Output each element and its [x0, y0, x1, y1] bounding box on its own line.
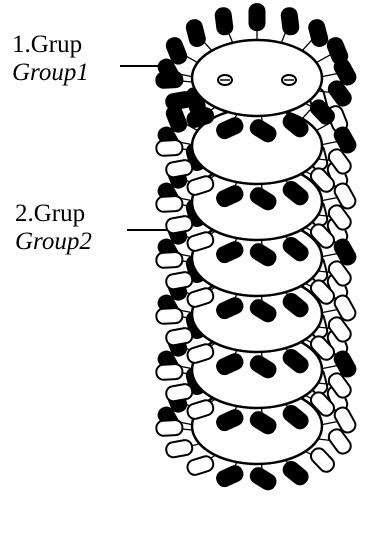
molecule-dark [282, 348, 309, 374]
group1-label-line1: 1.Grup [12, 31, 83, 58]
molecule-dark [308, 19, 329, 48]
molecule-light [155, 363, 184, 381]
group2-label-line2: Group2 [15, 228, 92, 255]
group2-label-line1: 2.Grup [15, 200, 86, 227]
molecule-dark [155, 71, 184, 89]
molecule-light [309, 279, 335, 305]
molecule-light [155, 419, 184, 437]
molecule-light [333, 182, 357, 210]
molecule-light [309, 167, 335, 193]
molecule-light [309, 447, 335, 473]
molecule-dark [249, 187, 277, 211]
molecule-dark [216, 297, 244, 320]
molecule-dark [282, 236, 309, 262]
molecule-light [327, 316, 352, 343]
ring-layers [155, 3, 357, 491]
group1-label-line2: Group1 [12, 59, 89, 86]
molecule-light [186, 399, 215, 420]
molecule-light [186, 455, 215, 476]
molecule-dark [282, 112, 309, 138]
molecule-light [165, 327, 194, 347]
molecule-light [309, 223, 335, 249]
molecule-dark [216, 241, 244, 264]
molecule-light [327, 148, 352, 175]
molecule-dark [309, 99, 335, 125]
molecule-light [165, 271, 194, 291]
molecule-light [155, 307, 184, 325]
molecule-dark [214, 7, 234, 36]
molecule-dark [216, 409, 244, 432]
molecule-light [327, 260, 352, 287]
molecule-dark [216, 353, 244, 376]
molecule-dark [249, 355, 277, 379]
molecule-light [309, 391, 335, 417]
top-ring-disc [190, 38, 324, 118]
molecule-dark [333, 126, 357, 154]
molecule-dark [248, 3, 266, 32]
molecule-dark [249, 243, 277, 267]
molecule-dark [249, 119, 277, 143]
molecule-dark [282, 404, 309, 430]
molecule-dark [249, 411, 277, 435]
molecule-dark [333, 58, 357, 86]
group1-label: 1.Grup Group1 [12, 31, 89, 87]
group2-label: 2.Grup Group2 [15, 200, 92, 256]
molecule-light [327, 372, 352, 399]
molecule-light [333, 406, 357, 434]
molecule-light [165, 215, 194, 235]
molecule-dark [280, 7, 300, 36]
molecule-light [155, 251, 184, 269]
molecule-light [165, 383, 194, 403]
molecule-dark [333, 238, 357, 266]
molecule-dark [333, 350, 357, 378]
molecule-light [333, 294, 357, 322]
molecule-dark [249, 299, 277, 323]
molecule-dark [216, 185, 244, 208]
molecule-light [186, 231, 215, 252]
molecule-light [309, 335, 335, 361]
molecule-light [186, 343, 215, 364]
molecule-dark [216, 465, 244, 488]
molecule-dark [186, 107, 215, 128]
molecule-dark [185, 19, 206, 48]
molecule-light [186, 287, 215, 308]
molecule-light [327, 204, 352, 231]
leader-lines [120, 65, 168, 231]
molecule-dark [282, 460, 309, 486]
molecule-light [327, 428, 352, 455]
molecule-dark [216, 117, 244, 140]
molecule-dark [249, 467, 277, 491]
molecule-light [155, 195, 184, 213]
molecule-dark [282, 180, 309, 206]
molecule-light [155, 139, 184, 157]
molecule-dark [327, 80, 352, 107]
molecule-light [165, 439, 194, 459]
molecule-dark [165, 91, 194, 111]
molecule-light [186, 175, 215, 196]
molecule-dark [282, 292, 309, 318]
molecule-dark [165, 37, 188, 65]
molecule-light [165, 159, 194, 179]
